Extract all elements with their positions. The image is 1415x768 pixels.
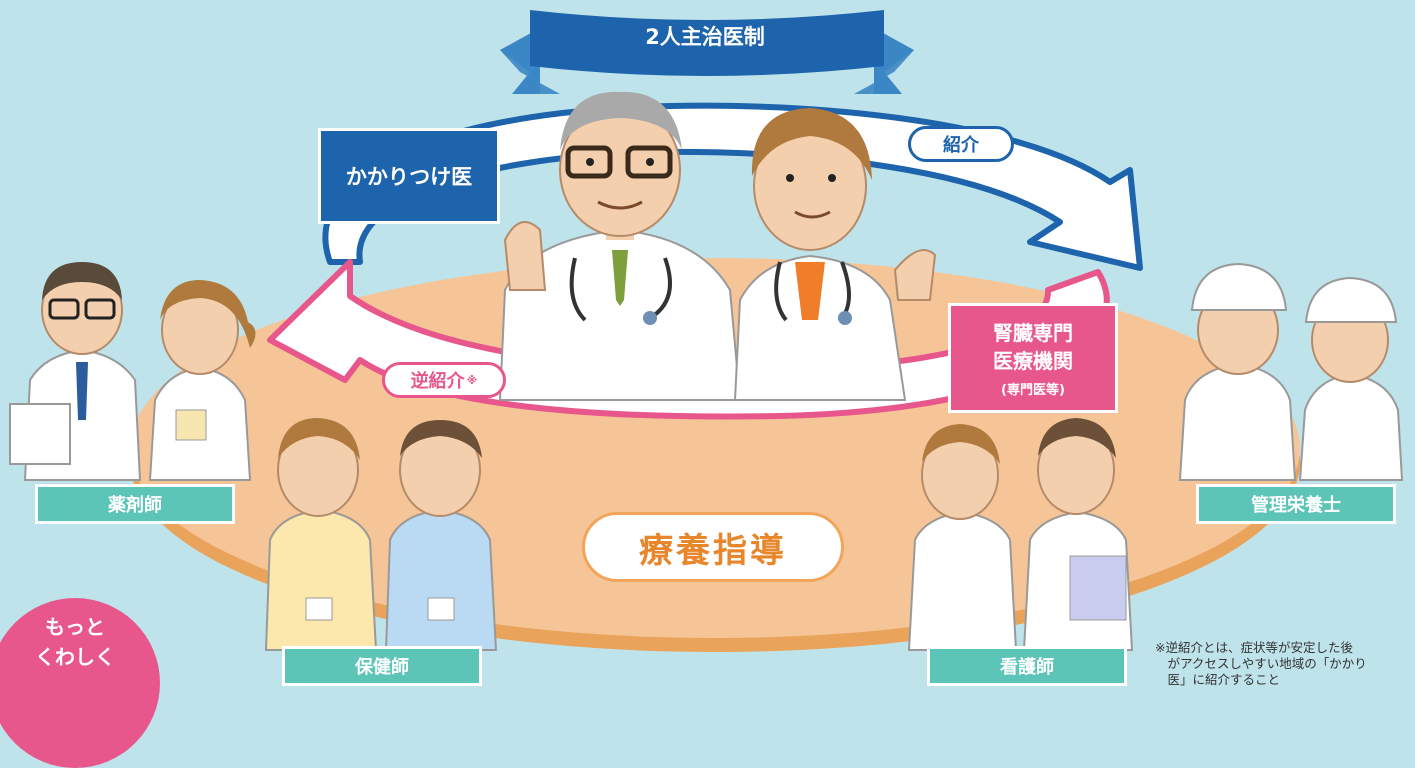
pharmacist-figures bbox=[9, 262, 256, 481]
referral-label: 紹介 bbox=[908, 126, 1014, 162]
ribbon-title: 2人主治医制 bbox=[645, 25, 765, 49]
doctor-male-figure bbox=[498, 91, 742, 401]
role-label-dietitian: 管理栄養士 bbox=[1196, 484, 1396, 524]
doctor-female-figure bbox=[733, 108, 937, 401]
ribbon-banner bbox=[500, 10, 914, 94]
role-label-pharmacist: 薬剤師 bbox=[35, 484, 235, 524]
specialist-line-3: (専門医等) bbox=[1001, 382, 1065, 398]
public-health-nurse-figures bbox=[264, 418, 498, 651]
reverse-referral-text: 逆紹介 bbox=[410, 371, 465, 392]
role-label-public-health-nurse: 保健師 bbox=[282, 646, 482, 686]
more-details-line-1: もっと bbox=[45, 615, 105, 639]
more-details-button[interactable]: もっと くわしく bbox=[0, 598, 160, 768]
reverse-referral-label: 逆紹介※ bbox=[382, 362, 506, 398]
specialist-line-2: 医療機関 bbox=[993, 348, 1073, 373]
more-details-line-2: くわしく bbox=[35, 645, 115, 669]
specialist-box: 腎臓専門 医療機関 (専門医等) bbox=[948, 303, 1118, 413]
primary-doctor-box: かかりつけ医 bbox=[318, 128, 500, 224]
referral-text: 紹介 bbox=[943, 135, 979, 156]
nurse-figures bbox=[907, 418, 1134, 651]
center-label: 療養指導 bbox=[582, 512, 844, 582]
specialist-line-1: 腎臓専門 bbox=[993, 320, 1073, 345]
role-label-nurse: 看護師 bbox=[927, 646, 1127, 686]
footnote-line-1: ※逆紹介とは、症状等が安定した後 bbox=[1155, 640, 1353, 655]
reverse-referral-mark: ※ bbox=[466, 373, 478, 387]
footnote-line-2: がアクセスしやすい地域の「かかり bbox=[1155, 656, 1367, 671]
illustration-canvas bbox=[9, 10, 1404, 652]
footnote: ※逆紹介とは、症状等が安定した後 がアクセスしやすい地域の「かかり 医」に紹介す… bbox=[1155, 640, 1415, 688]
footnote-line-3: 医」に紹介すること bbox=[1155, 672, 1281, 687]
dietitian-figures bbox=[1178, 262, 1404, 481]
